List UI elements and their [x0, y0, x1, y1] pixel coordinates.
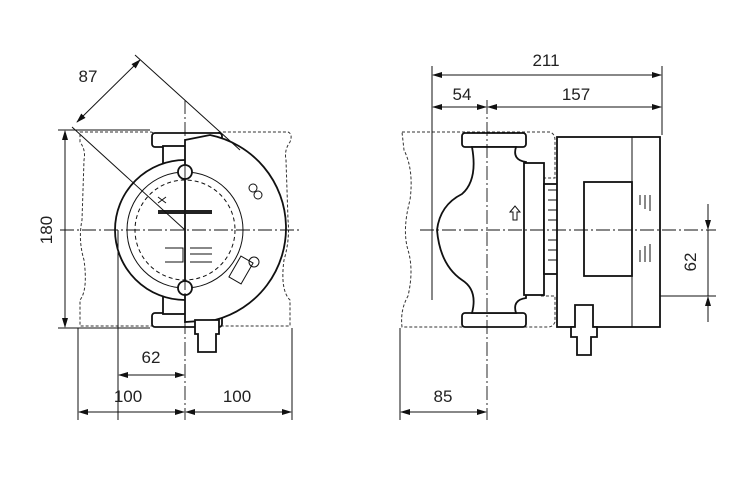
- dim-label-157: 157: [562, 85, 590, 104]
- dim-label-62-side: 62: [681, 253, 700, 272]
- housing-ring: [523, 162, 545, 296]
- display-window: [228, 255, 254, 285]
- indicator-2: [253, 190, 263, 200]
- control-button: [248, 256, 260, 268]
- side-view: 211 54 157 85 62: [399, 51, 716, 420]
- logo-mark: [157, 196, 167, 204]
- vent-slots: [639, 195, 651, 262]
- control-box: [184, 134, 287, 323]
- dim-label-211: 211: [532, 51, 559, 70]
- dim-label-54: 54: [453, 85, 472, 104]
- ext-line: [134, 54, 241, 151]
- side-top-flange: [461, 132, 527, 148]
- nameplate-lines: [165, 247, 212, 263]
- ext-line: [71, 126, 186, 231]
- side-bottom-flange: [461, 312, 527, 328]
- dim-label-180: 180: [37, 216, 56, 244]
- stator-housing: [583, 181, 633, 277]
- dim-label-62-front: 62: [142, 348, 161, 367]
- dim-label-87: 87: [79, 67, 98, 86]
- dim-label-100-left: 100: [114, 387, 142, 406]
- dim-label-85: 85: [434, 387, 453, 406]
- dim-label-100-right: 100: [223, 387, 251, 406]
- flow-direction-arrow-icon: [508, 205, 522, 221]
- front-view: 180 87 62 100 100: [37, 54, 300, 420]
- side-envelope-outline: [401, 131, 556, 328]
- indicator-1: [248, 183, 258, 193]
- side-cable-gland: [570, 304, 598, 356]
- cable-gland: [194, 319, 220, 353]
- dim-line-87: [76, 59, 141, 123]
